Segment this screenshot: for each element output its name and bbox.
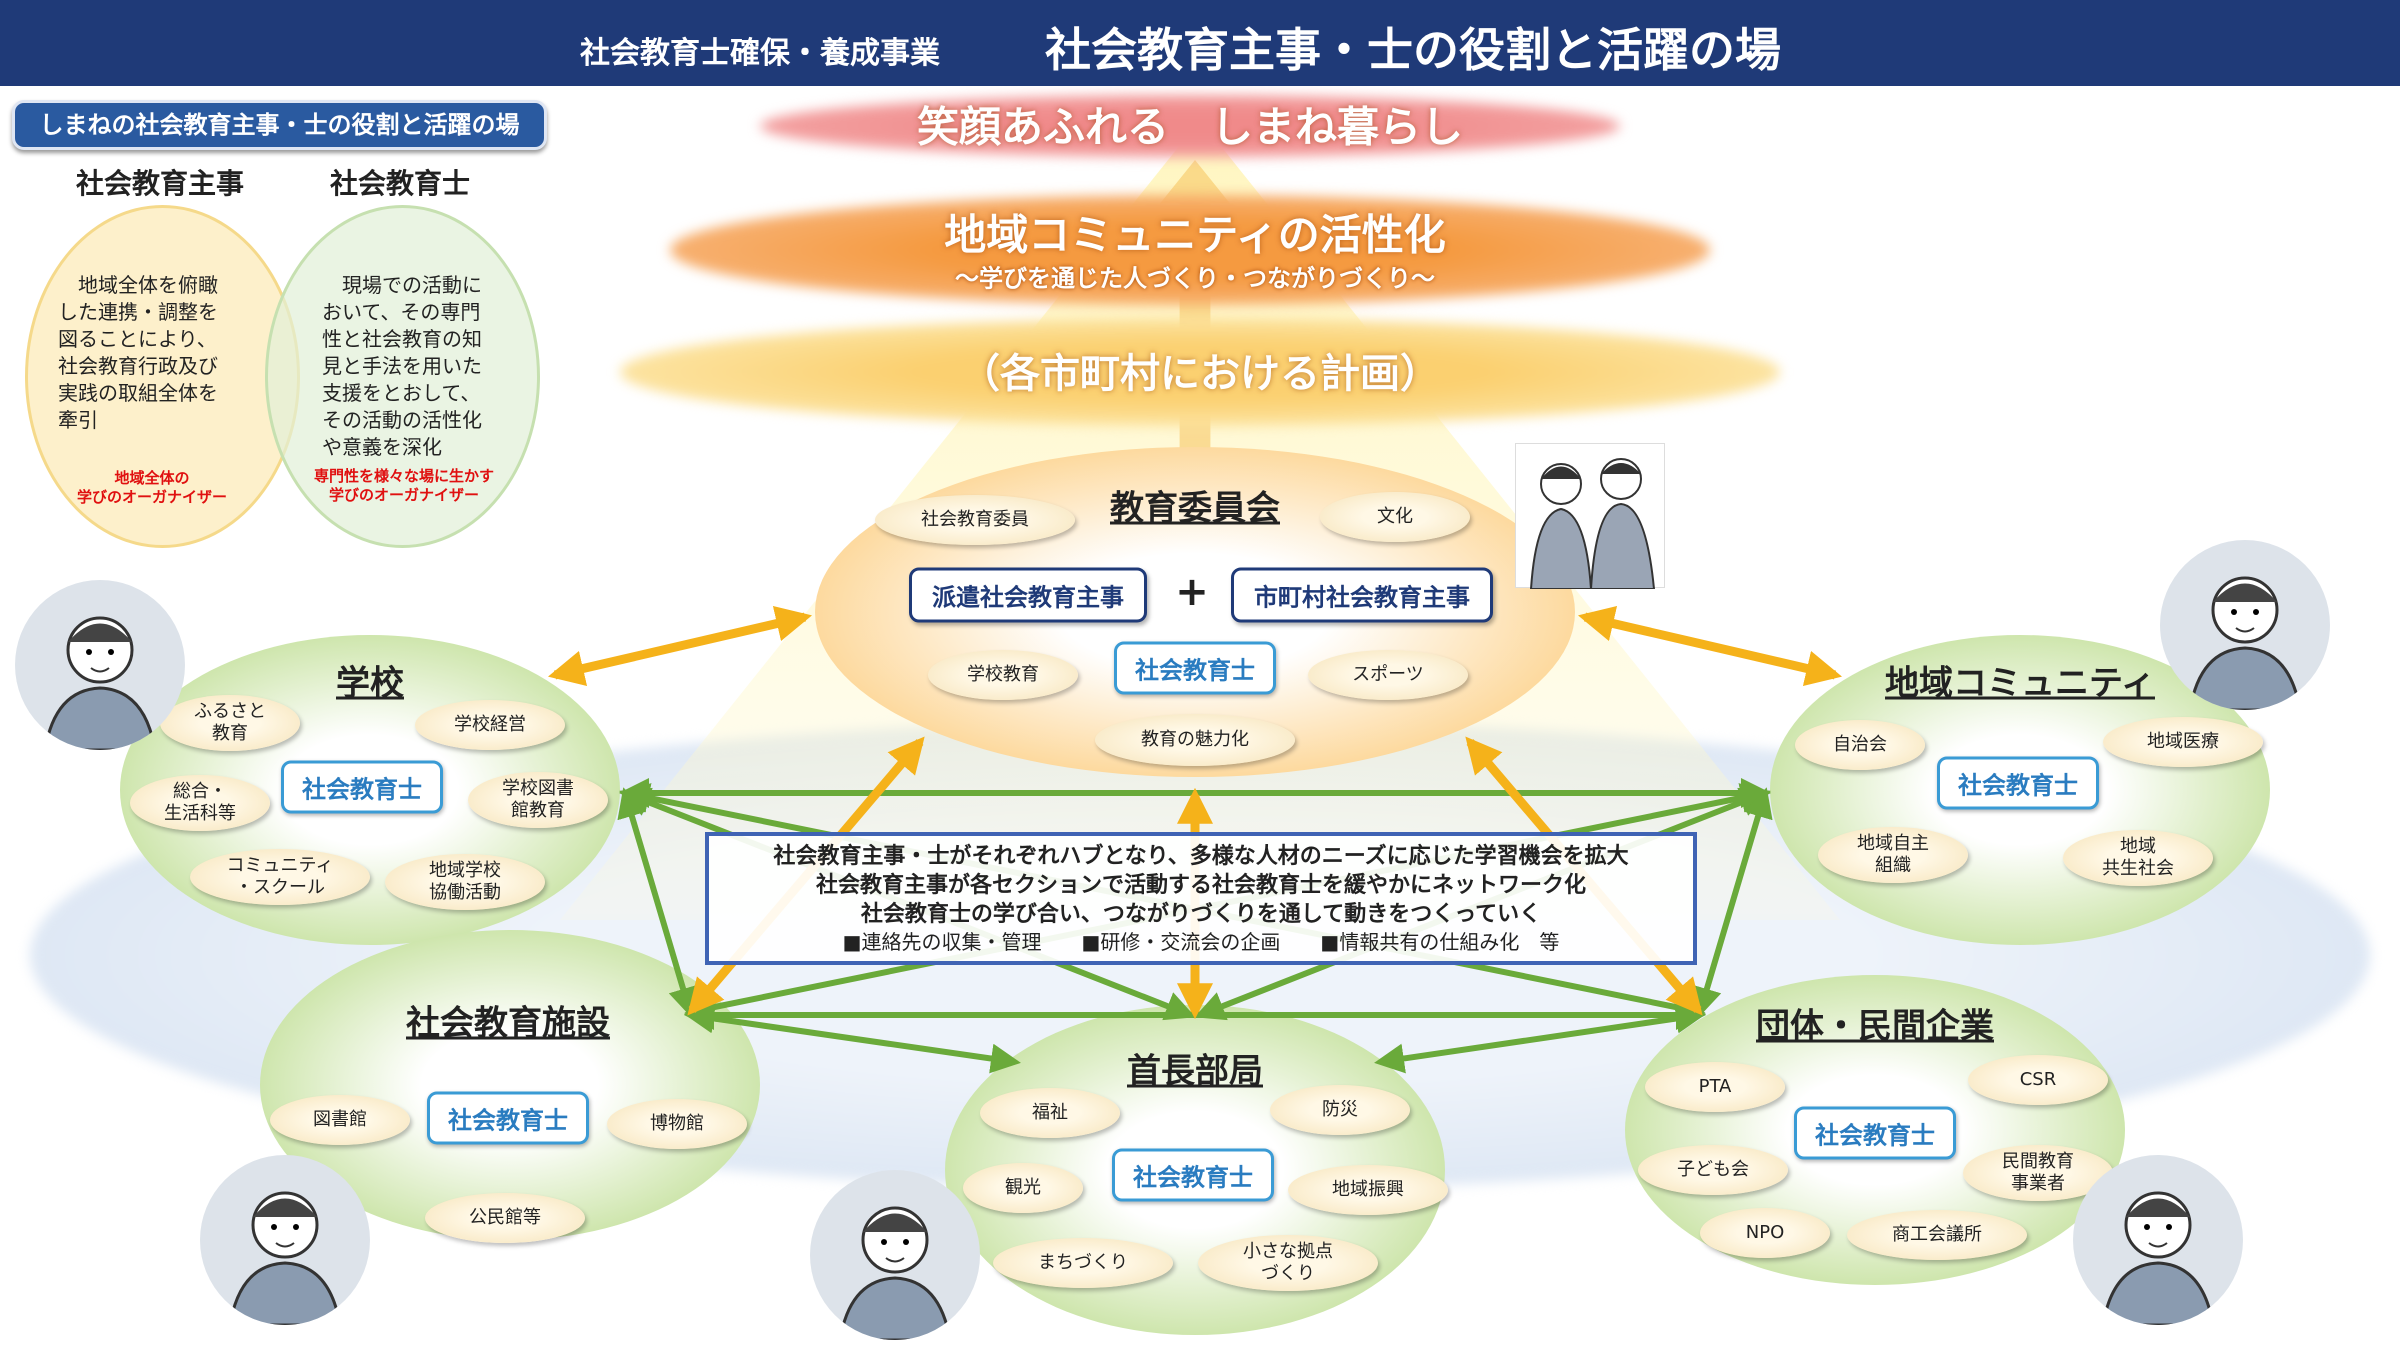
school-shi-box: 社会教育士 xyxy=(281,760,443,814)
facility-item: 博物館 xyxy=(607,1099,747,1149)
network-summary-box: 社会教育主事・士がそれぞれハブとなり、多様な人材のニーズに応じた学習機会を拡大 … xyxy=(705,832,1697,965)
arrow-board-school xyxy=(547,605,813,687)
mayor-item: まちづくり xyxy=(993,1238,1173,1288)
shi-oval xyxy=(265,205,540,548)
mayor-item: 地域振興 xyxy=(1288,1165,1448,1215)
org-item: NPO xyxy=(1700,1208,1830,1258)
line-facility-mayor xyxy=(684,1003,1021,1074)
community-item: 地域自主 組織 xyxy=(1818,827,1968,883)
community-item: 自治会 xyxy=(1795,720,1925,770)
summary-line-1: 社会教育主事・士がそれぞれハブとなり、多様な人材のニーズに応じた学習機会を拡大 xyxy=(773,844,1629,869)
community-shi-box: 社会教育士 xyxy=(1937,756,2099,810)
facility-item: 図書館 xyxy=(270,1095,410,1145)
board-item: 教育の魅力化 xyxy=(1095,714,1295,766)
mayor-shi-box: 社会教育士 xyxy=(1112,1148,1274,1202)
staff-pair-illustration xyxy=(1515,443,1665,590)
board-title: 教育委員会 xyxy=(1110,488,1280,529)
org-item: 子ども会 xyxy=(1638,1145,1788,1195)
summary-bullets: ■連絡先の収集・管理 ■研修・交流会の企画 ■情報共有の仕組み化 等 xyxy=(842,930,1560,954)
mayor-item: 防災 xyxy=(1270,1085,1410,1135)
man-beard-illustration xyxy=(2073,1155,2243,1325)
header-bar: 社会教育士確保・養成事業 社会教育主事・士の役割と活躍の場 xyxy=(0,0,2400,86)
summary-line-2: 社会教育主事が各セクションで活動する社会教育士を緩やかにネットワーク化 xyxy=(815,873,1586,898)
school-item: ふるさと 教育 xyxy=(160,695,300,751)
goal-top: 笑顔あふれる しまね暮らし xyxy=(916,102,1464,152)
goal-ellipse-top xyxy=(760,95,1620,157)
goal-middle-sub: ～学びを通じた人づくり・つながりづくり～ xyxy=(955,264,1435,293)
man-ok-illustration xyxy=(810,1170,980,1340)
shi-text: 現場での活動に おいて、その専門 性と社会教育の知 見と手法を用いた 支援をとお… xyxy=(322,273,482,459)
facility-item: 公民館等 xyxy=(425,1193,585,1243)
summary-line-3: 社会教育士の学び合い、つながりづくりを通して動きをつくっていく xyxy=(860,902,1542,927)
line-org-mayor xyxy=(1374,1003,1706,1074)
arrow-board-community xyxy=(1577,605,1843,687)
teacher-illustration xyxy=(15,580,185,750)
header-title: 社会教育主事・士の役割と活躍の場 xyxy=(1045,23,1781,77)
shi-heading: 社会教育士 xyxy=(329,167,471,200)
school-item: 学校図書 館教育 xyxy=(468,772,608,828)
board-item: スポーツ xyxy=(1308,650,1468,700)
plus-sign: + xyxy=(1175,569,1209,615)
facility-title: 社会教育施設 xyxy=(406,1003,610,1044)
dispatched-shuji-box: 派遣社会教育主事 xyxy=(909,567,1147,623)
community-item: 地域医療 xyxy=(2103,717,2263,767)
shuji-oval xyxy=(25,205,300,548)
line-community-org xyxy=(1692,787,1773,1018)
board-item: 学校教育 xyxy=(928,650,1078,700)
school-item: 地域学校 協働活動 xyxy=(385,854,545,910)
shuji-tag: 地域全体の 学びのオーガナイザー xyxy=(76,469,228,506)
shuji-text: 地域全体を俯瞰 した連携・調整を 図ることにより、 社会教育行政及び 実践の取組… xyxy=(58,273,218,432)
mayor-title: 首長部局 xyxy=(1127,1051,1263,1092)
org-item: CSR xyxy=(1968,1055,2108,1105)
school-item: 学校経営 xyxy=(415,700,565,750)
woman-illustration xyxy=(2160,540,2330,710)
org-item: PTA xyxy=(1645,1062,1785,1112)
municipal-shuji-box: 市町村社会教育主事 xyxy=(1231,567,1493,623)
org-item: 商工会議所 xyxy=(1847,1210,2027,1260)
community-title: 地域コミュニティ xyxy=(1885,663,2155,704)
shi-tag: 専門性を様々な場に生かす 学びのオーガナイザー xyxy=(313,467,495,504)
board-item: 社会教育委員 xyxy=(875,495,1075,545)
line-school-facility xyxy=(617,787,698,1018)
goal-ellipse-middle xyxy=(670,195,1710,305)
community-item: 地域 共生社会 xyxy=(2063,830,2213,886)
goal-middle: 地域コミュニティの活性化 xyxy=(944,210,1446,260)
board-shi-box: 社会教育士 xyxy=(1114,641,1276,695)
org-shi-box: 社会教育士 xyxy=(1794,1106,1956,1160)
mayor-item: 観光 xyxy=(963,1163,1083,1213)
school-title: 学校 xyxy=(336,663,404,704)
board-item: 文化 xyxy=(1320,492,1470,542)
header-subtitle: 社会教育士確保・養成事業 xyxy=(580,36,940,71)
panel-label: しまねの社会教育主事・士の役割と活躍の場 xyxy=(12,100,547,150)
org-title: 団体・民間企業 xyxy=(1756,1006,1994,1047)
mayor-item: 小さな拠点 づくり xyxy=(1198,1235,1378,1291)
school-item: 総合・ 生活科等 xyxy=(130,775,270,831)
school-item: コミュニティ ・スクール xyxy=(190,849,370,905)
goal-bottom: （各市町村における計画） xyxy=(960,351,1440,397)
shuji-heading: 社会教育主事 xyxy=(75,167,245,200)
facility-shi-box: 社会教育士 xyxy=(427,1091,589,1145)
man-glasses-illustration xyxy=(200,1155,370,1325)
goal-ellipse-bottom xyxy=(620,318,1780,426)
mayor-item: 福祉 xyxy=(980,1088,1120,1138)
